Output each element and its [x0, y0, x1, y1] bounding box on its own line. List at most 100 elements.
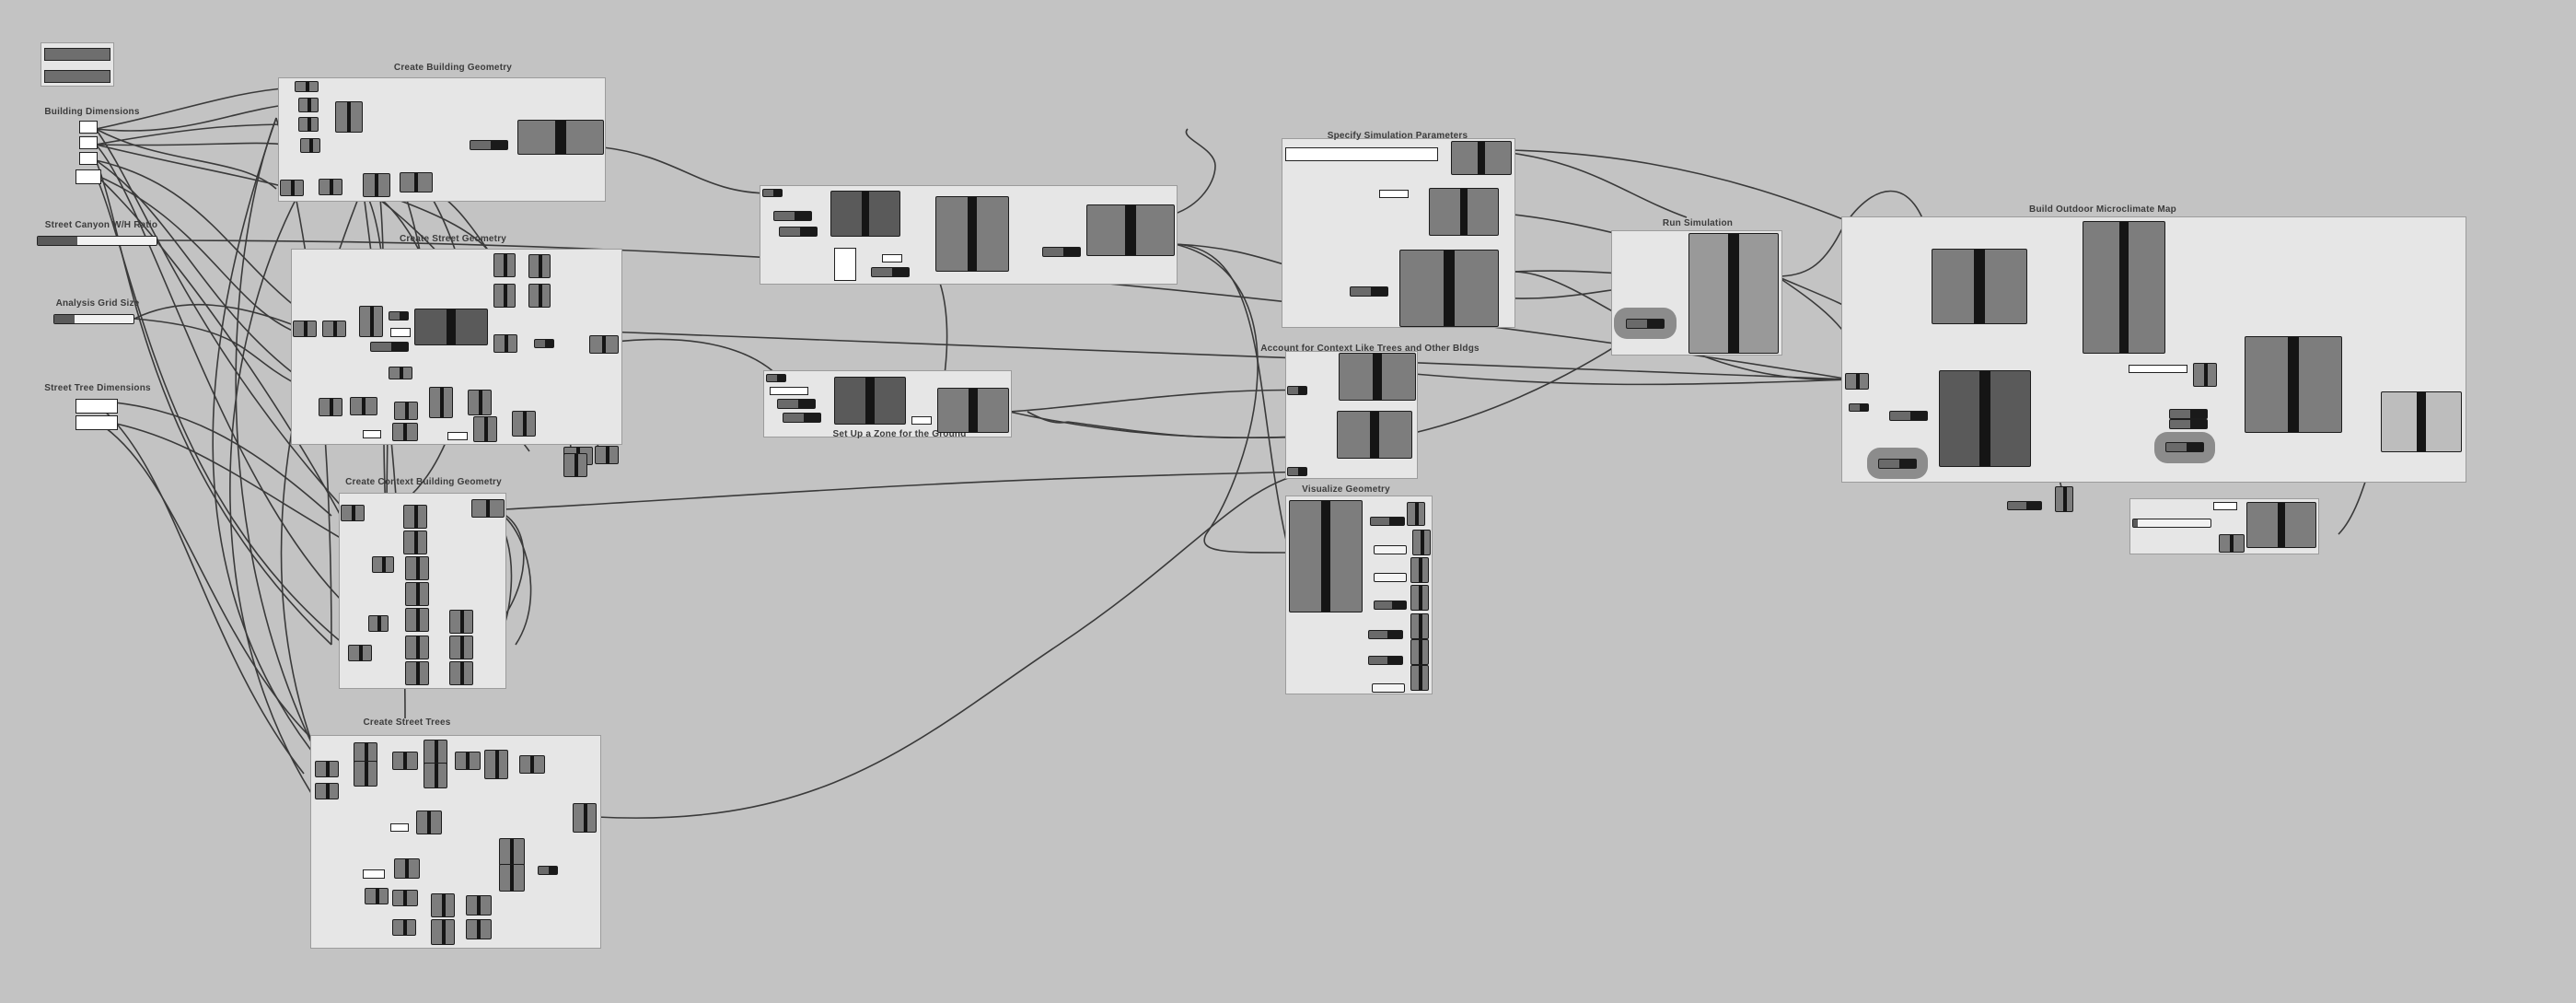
- component[interactable]: [319, 179, 342, 195]
- component[interactable]: [1410, 639, 1429, 665]
- component[interactable]: [424, 763, 447, 788]
- component[interactable]: [1429, 188, 1499, 236]
- param-chip[interactable]: [1374, 601, 1407, 610]
- text-panel[interactable]: [363, 869, 385, 879]
- text-panel[interactable]: [447, 432, 468, 440]
- component[interactable]: [499, 864, 525, 892]
- component[interactable]: [392, 890, 418, 906]
- component[interactable]: [937, 388, 1009, 433]
- text-panel[interactable]: [1285, 147, 1438, 161]
- param-chip[interactable]: [1370, 517, 1405, 526]
- component[interactable]: [466, 919, 492, 939]
- bottom-slider[interactable]: [2132, 519, 2211, 528]
- param-chip[interactable]: [1374, 573, 1407, 582]
- component[interactable]: [528, 254, 551, 278]
- component[interactable]: [341, 505, 365, 521]
- component[interactable]: [834, 377, 906, 425]
- street-tree-dimension-input[interactable]: [75, 399, 118, 414]
- component[interactable]: [1932, 249, 2027, 324]
- text-panel[interactable]: [363, 430, 381, 438]
- component[interactable]: [517, 120, 604, 155]
- toggle-chip[interactable]: [2165, 442, 2204, 452]
- component[interactable]: [589, 335, 619, 354]
- toggle-chip[interactable]: [1878, 459, 1917, 469]
- component[interactable]: [392, 423, 418, 441]
- text-panel[interactable]: [911, 416, 932, 425]
- param-chip[interactable]: [370, 342, 409, 352]
- component[interactable]: [389, 367, 412, 379]
- component[interactable]: [1939, 370, 2031, 467]
- component[interactable]: [335, 101, 363, 133]
- component[interactable]: [1451, 141, 1512, 175]
- text-panel[interactable]: [390, 328, 411, 337]
- group-create-street-geometry[interactable]: [291, 249, 622, 445]
- component[interactable]: [431, 893, 455, 917]
- component[interactable]: [2245, 336, 2342, 433]
- component[interactable]: [449, 610, 473, 634]
- component[interactable]: [493, 284, 516, 308]
- component[interactable]: [830, 191, 900, 237]
- param-chip[interactable]: [762, 189, 783, 197]
- component[interactable]: [2381, 391, 2462, 452]
- component[interactable]: [354, 761, 377, 787]
- text-panel[interactable]: [882, 254, 902, 262]
- component[interactable]: [315, 783, 339, 799]
- component[interactable]: [484, 750, 508, 779]
- component[interactable]: [2219, 534, 2245, 553]
- component[interactable]: [1410, 585, 1429, 611]
- analysis-grid-size-slider[interactable]: [53, 314, 134, 324]
- param-chip[interactable]: [389, 311, 409, 321]
- component[interactable]: [405, 556, 429, 580]
- component[interactable]: [493, 253, 516, 277]
- component[interactable]: [512, 411, 536, 437]
- building-dimension-input[interactable]: [75, 169, 101, 184]
- component[interactable]: [392, 919, 416, 936]
- component[interactable]: [935, 196, 1009, 272]
- component[interactable]: [405, 582, 429, 606]
- param-chip[interactable]: [2007, 501, 2042, 510]
- param-chip[interactable]: [1372, 683, 1405, 693]
- component[interactable]: [466, 895, 492, 916]
- text-panel[interactable]: [2213, 502, 2237, 510]
- component[interactable]: [368, 615, 389, 632]
- param-chip[interactable]: [1350, 286, 1388, 297]
- param-chip[interactable]: [538, 866, 558, 875]
- component[interactable]: [499, 838, 525, 866]
- building-dimension-input[interactable]: [79, 136, 98, 149]
- param-chip[interactable]: [773, 211, 812, 221]
- component[interactable]: [1412, 530, 1431, 555]
- component[interactable]: [359, 306, 383, 337]
- component[interactable]: [2193, 363, 2217, 387]
- component[interactable]: [471, 499, 505, 518]
- component[interactable]: [528, 284, 551, 308]
- street-canyon-ratio-slider[interactable]: [37, 236, 157, 246]
- param-chip[interactable]: [1287, 467, 1307, 476]
- component[interactable]: [1337, 411, 1412, 459]
- param-chip[interactable]: [1287, 386, 1307, 395]
- text-panel[interactable]: [2129, 365, 2187, 373]
- building-dimension-input[interactable]: [79, 121, 98, 134]
- param-chip[interactable]: [2169, 409, 2208, 419]
- component[interactable]: [431, 919, 455, 945]
- component[interactable]: [295, 81, 319, 92]
- component[interactable]: [1410, 665, 1429, 691]
- component[interactable]: [280, 180, 304, 196]
- component[interactable]: [1339, 353, 1416, 401]
- param-chip[interactable]: [871, 267, 910, 277]
- component[interactable]: [473, 416, 497, 442]
- street-tree-dimension-input[interactable]: [75, 415, 118, 430]
- text-panel[interactable]: [390, 823, 409, 832]
- component[interactable]: [319, 398, 342, 416]
- component[interactable]: [403, 505, 427, 529]
- building-dimension-input[interactable]: [79, 152, 98, 165]
- component[interactable]: [424, 740, 447, 765]
- component[interactable]: [573, 803, 597, 833]
- param-chip[interactable]: [783, 413, 821, 423]
- param-chip[interactable]: [766, 374, 786, 382]
- param-chip[interactable]: [2169, 419, 2208, 429]
- component[interactable]: [365, 888, 389, 904]
- text-panel[interactable]: [834, 248, 856, 281]
- text-panel[interactable]: [770, 387, 808, 395]
- component[interactable]: [322, 321, 346, 337]
